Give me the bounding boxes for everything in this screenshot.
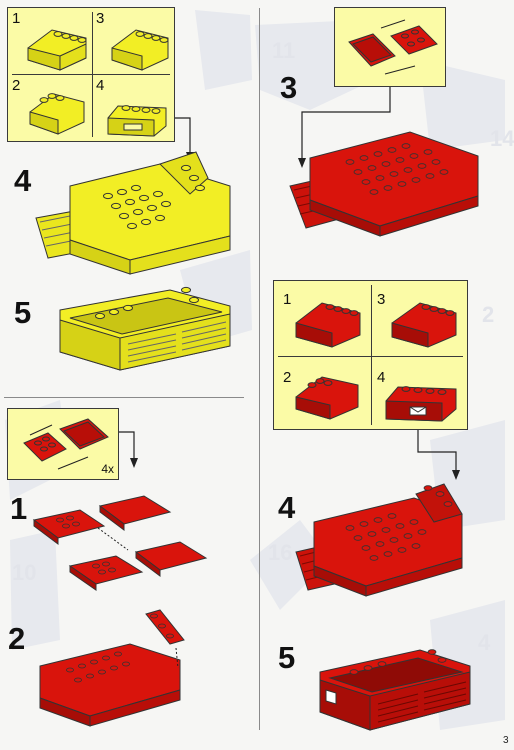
page-number: 3 [503, 735, 509, 746]
